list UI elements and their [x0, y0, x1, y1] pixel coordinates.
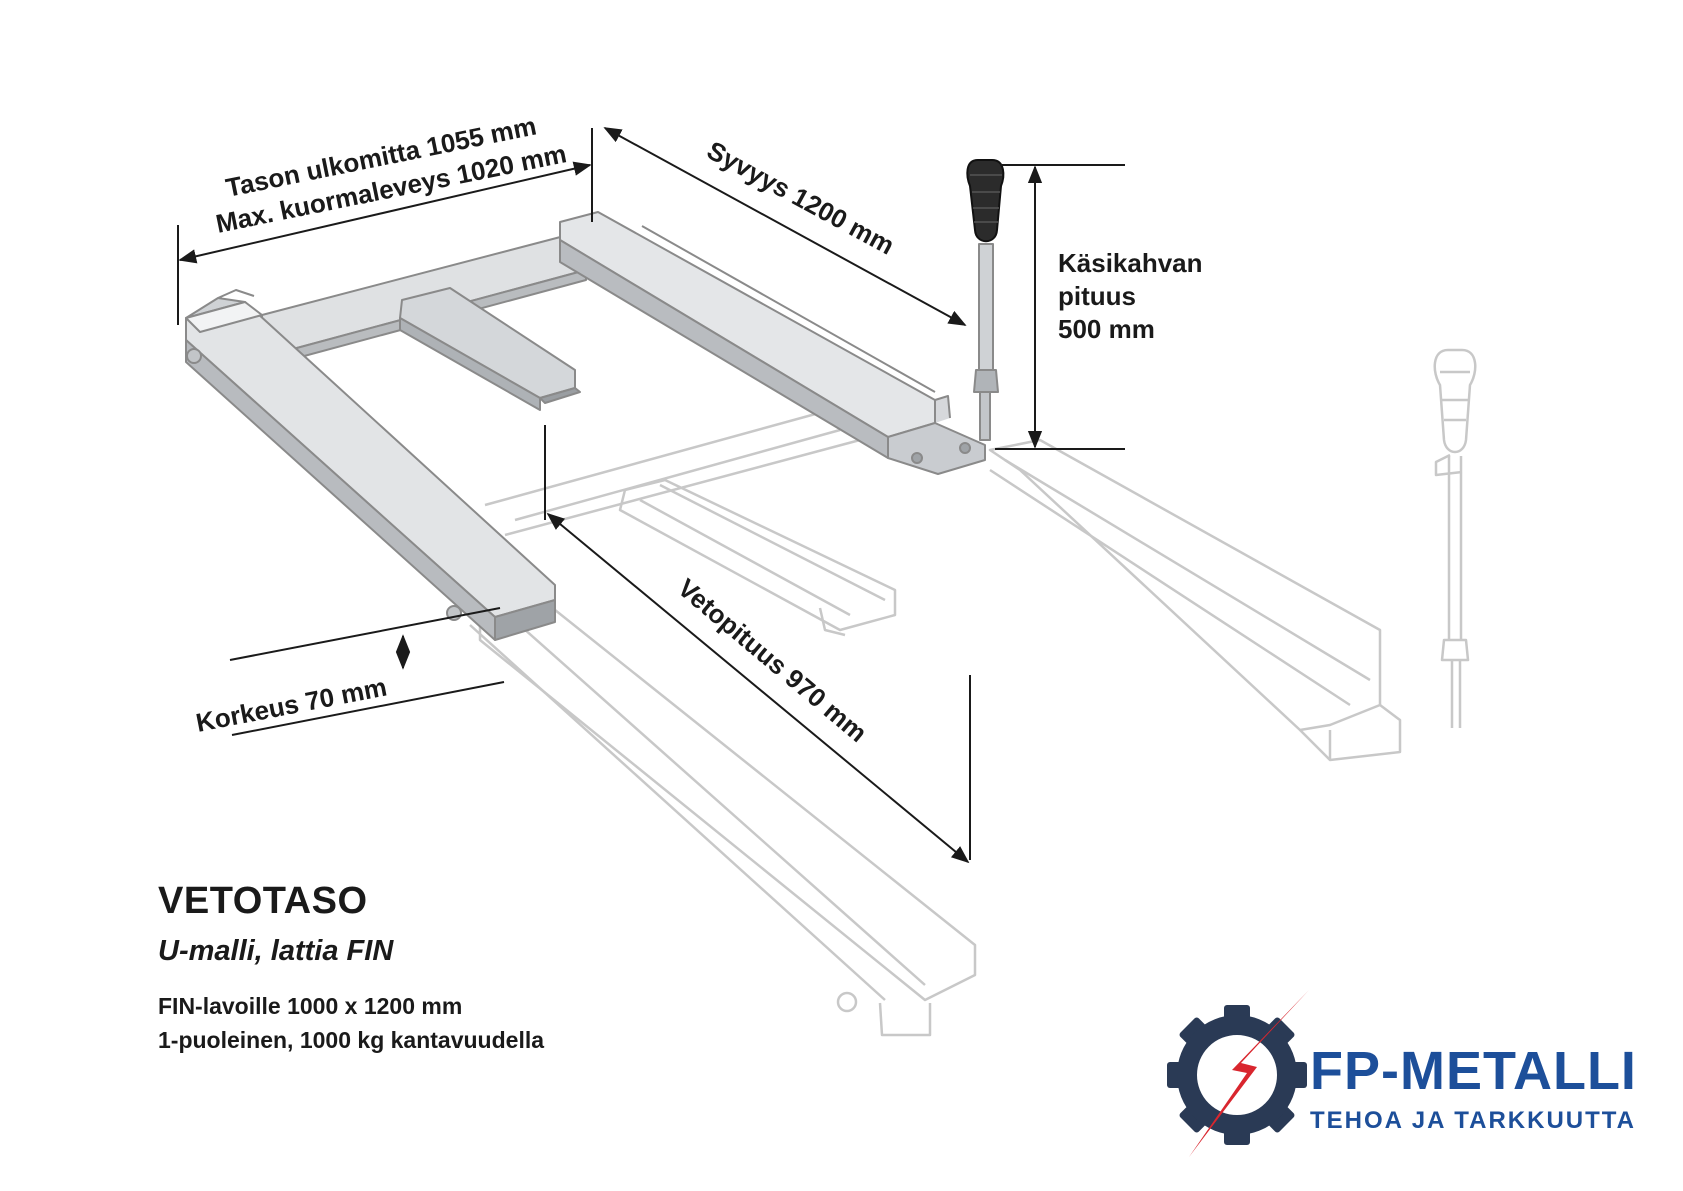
platform-solid	[185, 159, 1005, 641]
height-label: Korkeus 70 mm	[193, 671, 389, 737]
dimension-lines	[177, 127, 1125, 864]
product-title: VETOTASO	[158, 880, 368, 922]
pull-length-label: Vetopituus 970 mm	[672, 573, 873, 748]
gear-lightning-icon	[1167, 990, 1309, 1157]
handle-label-2: pituus	[1058, 281, 1136, 311]
brand-tagline: TEHOA JA TARKKUUTTA	[1310, 1107, 1636, 1134]
handle-label-3: 500 mm	[1058, 314, 1155, 344]
handle-label-1: Käsikahvan	[1058, 248, 1203, 278]
brand-name: FP-METALLI	[1310, 1041, 1637, 1101]
product-spec-pallets: FIN-lavoille 1000 x 1200 mm	[158, 993, 463, 1019]
product-spec-capacity: 1-puoleinen, 1000 kg kantavuudella	[158, 1027, 545, 1053]
product-subtitle: U-malli, lattia FIN	[158, 935, 394, 967]
